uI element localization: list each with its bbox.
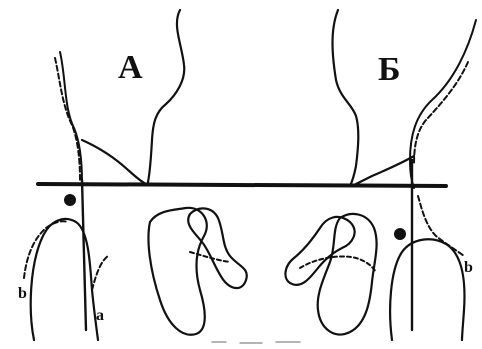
tongue-outline-solid-b bbox=[410, 20, 476, 188]
occlusal-plane-line bbox=[38, 184, 446, 186]
bottom-caption-remnant bbox=[212, 342, 300, 343]
lower-incisor-a bbox=[31, 219, 98, 340]
upper-incisor-crown-a bbox=[148, 10, 184, 182]
reference-point-b bbox=[394, 228, 406, 240]
molar-pair-right bbox=[285, 214, 376, 335]
panel-a: А b a bbox=[18, 10, 184, 340]
reference-point-a bbox=[64, 194, 76, 206]
molar-right-inner bbox=[285, 217, 354, 285]
molar-pair-left bbox=[148, 208, 246, 335]
vertical-reference-line-a bbox=[82, 180, 86, 330]
curve-label-a-left: a bbox=[96, 307, 104, 324]
panel-label-a: А bbox=[118, 49, 143, 86]
curve-label-b-right: b bbox=[464, 259, 473, 276]
profile-curve-a-left bbox=[92, 256, 108, 290]
panel-label-b: Б bbox=[378, 51, 400, 88]
upper-incisor-root-a bbox=[82, 140, 146, 184]
curve-label-b-left: b bbox=[18, 285, 27, 302]
lower-incisor-b bbox=[390, 239, 464, 340]
panel-b: Б b bbox=[333, 10, 477, 340]
molar-right-outer bbox=[318, 214, 377, 335]
upper-incisor-root-b bbox=[352, 156, 414, 186]
molar-right-dashed-contact bbox=[300, 256, 376, 272]
molar-left-outer bbox=[148, 208, 206, 335]
tongue-outline-dashed-a bbox=[55, 58, 80, 180]
profile-curve-dashed-b-right bbox=[418, 196, 464, 256]
upper-incisor-crown-b bbox=[333, 10, 359, 186]
